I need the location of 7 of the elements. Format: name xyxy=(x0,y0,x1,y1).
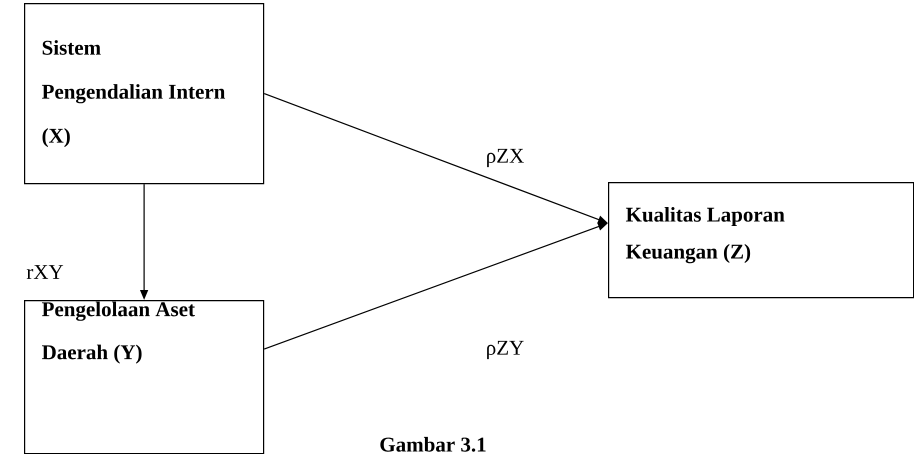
process-box: Sistem Pengendalian Intern (X) xyxy=(24,3,264,184)
caption: Gambar 3.1 xyxy=(380,436,486,452)
edge-label: ρZX xyxy=(484,148,526,168)
edge-label: rXY xyxy=(25,264,65,280)
process-box: Kualitas Laporan Keuangan (Z) xyxy=(608,182,914,298)
edge-label: ρZY xyxy=(484,340,526,360)
process-box: Pengelolaan Aset Daerah (Y) xyxy=(24,300,264,454)
